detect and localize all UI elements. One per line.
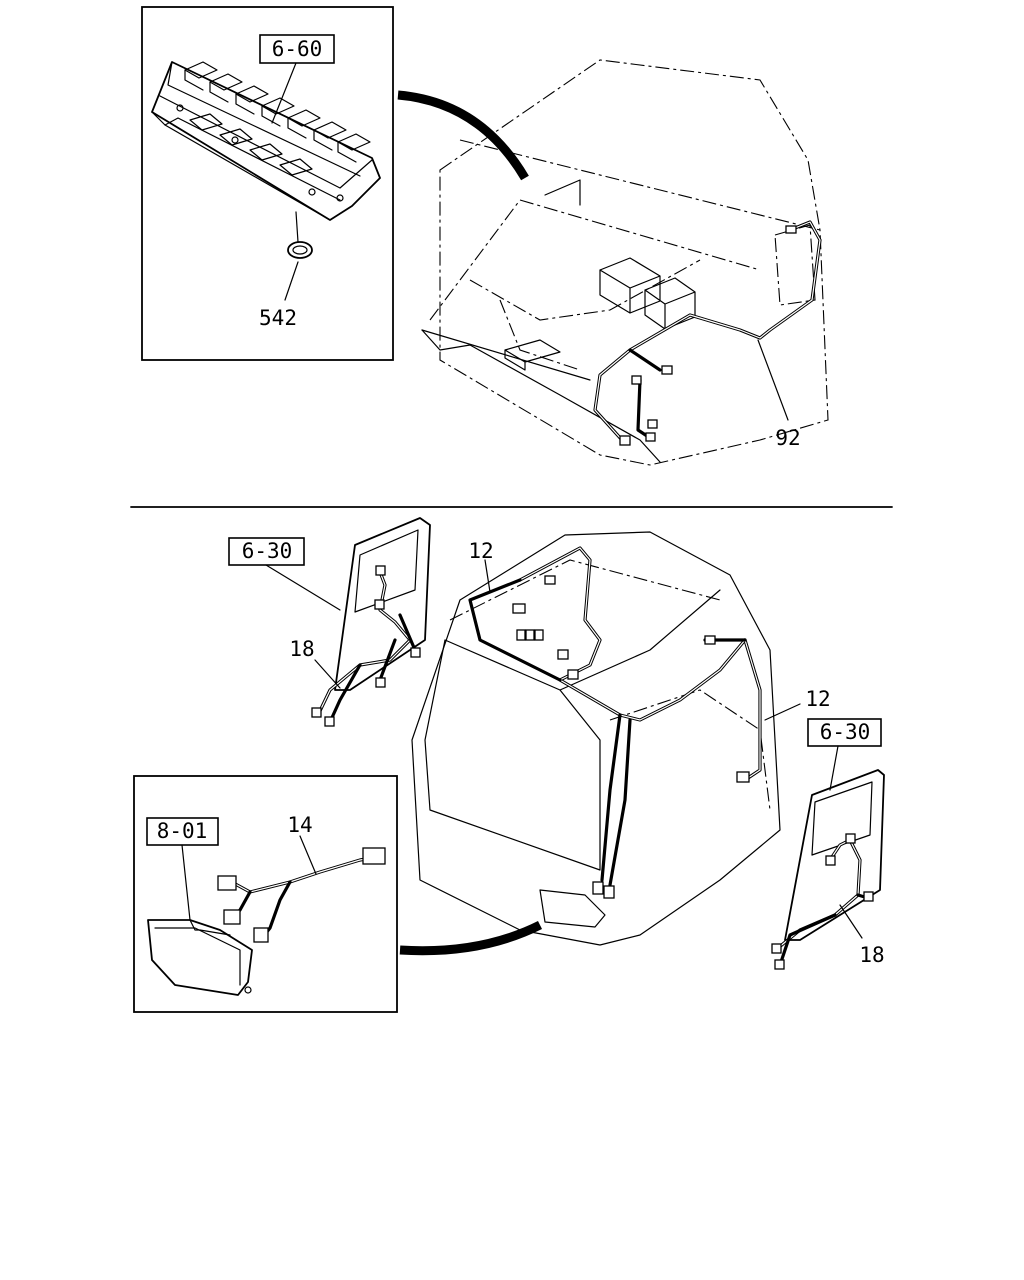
left-door-drawing: 6-30 xyxy=(228,517,431,727)
left-door-ref-label: 6-30 xyxy=(242,539,293,563)
overhead-console-drawing xyxy=(151,61,381,221)
part-label-92: 92 xyxy=(775,426,800,450)
right-door-part-label: 18 xyxy=(859,943,884,967)
cab-exterior-drawing xyxy=(411,531,801,946)
cab-interior-drawing xyxy=(421,59,829,466)
lamp-inset-ref-box xyxy=(146,817,219,846)
right-door-ref-label: 6-30 xyxy=(820,720,871,744)
roof-harness-label-b: 12 xyxy=(805,687,830,711)
top-inset-panel: 6-60 542 xyxy=(141,6,394,361)
detail-callout-arc-bottom xyxy=(399,920,543,956)
left-door-part-label: 18 xyxy=(289,637,314,661)
right-door-ref-box xyxy=(807,718,882,747)
lamp-inset-ref-label: 8-01 xyxy=(157,819,208,843)
right-door-drawing: 6-30 xyxy=(771,718,885,970)
inset-ref-box-6-60 xyxy=(259,34,335,64)
lamp-inset-panel: 8-01 xyxy=(133,775,398,1013)
roof-harness-label-a: 12 xyxy=(468,539,493,563)
lamp-harness-part-label: 14 xyxy=(287,813,312,837)
inset-ref-label-6-60: 6-60 xyxy=(272,37,323,61)
left-door-ref-box xyxy=(228,537,305,566)
detail-callout-arc-top xyxy=(397,90,529,181)
part-label-542: 542 xyxy=(259,306,297,330)
dome-lamp-drawing xyxy=(284,211,313,301)
